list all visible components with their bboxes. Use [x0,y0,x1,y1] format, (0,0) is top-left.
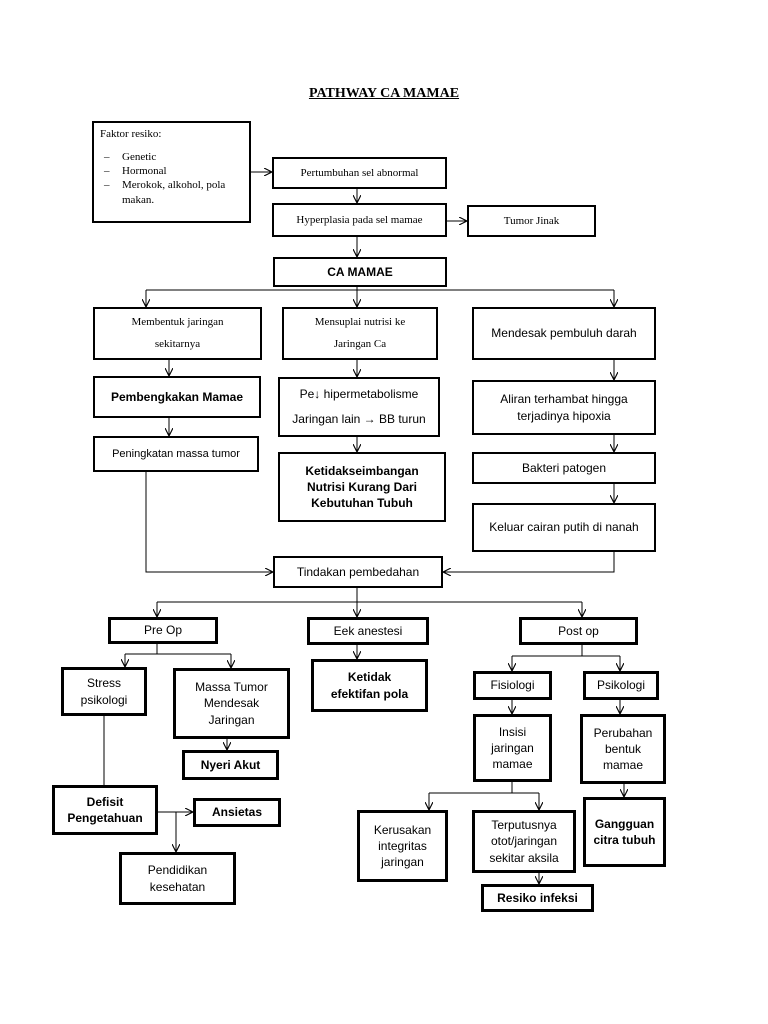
node-label: Kerusakan integritas jaringan [373,822,432,870]
node-label: Fisiologi [490,678,535,693]
node-label-line2: Jaringan Ca [333,337,387,350]
node-eek-anestesi: Eek anestesi [307,617,429,645]
node-label: Pertumbuhan sel abnormal [300,166,419,179]
node-terputusnya: Terputusnya otot/jaringan sekitar aksila [472,810,576,873]
node-label: Eek anestesi [333,623,403,638]
node-mensuplai: Mensuplai nutrisi ke Jaringan Ca [282,307,438,360]
node-keluar: Keluar cairan putih di nanah [472,503,656,552]
node-label-line1: Mensuplai nutrisi ke [314,316,406,329]
node-ketidak-efektifan: Ketidak efektifan pola [311,659,428,712]
node-ca-mamae: CA MAMAE [273,257,447,287]
risk-factor-item: Hormonal [100,164,243,179]
node-label: Peningkatan massa tumor [112,447,240,460]
node-label: Bakteri patogen [521,460,607,475]
node-kerusakan: Kerusakan integritas jaringan [357,810,448,882]
node-label: Post op [558,623,599,638]
node-fisiologi: Fisiologi [473,671,552,700]
node-pertumbuhan: Pertumbuhan sel abnormal [272,157,447,189]
node-defisit: Defisit Pengetahuan [52,785,158,835]
node-label-line1: Membentuk jaringan [131,316,224,329]
node-label: Mendesak pembuluh darah [491,326,637,341]
node-ansietas: Ansietas [193,798,281,827]
arrow-keluar-to-tindakan [443,552,615,572]
node-label-line2: Jaringan lain → BB turun [292,412,426,427]
node-label: Ketidak efektifan pola [330,670,409,701]
node-tumor-jinak: Tumor Jinak [467,205,596,237]
node-label: Tumor Jinak [503,214,560,227]
node-hyperplasia: Hyperplasia pada sel mamae [272,203,447,237]
node-psikologi: Psikologi [583,671,659,700]
node-resiko-infeksi: Resiko infeksi [481,884,594,912]
node-tindakan: Tindakan pembedahan [273,556,443,588]
node-bakteri: Bakteri patogen [472,452,656,484]
node-nyeri-akut: Nyeri Akut [182,750,279,780]
node-label: Stress psikologi [80,676,128,707]
node-label-line1: Pe↓ hipermetabolisme [299,387,419,402]
risk-factors-list: Genetic Hormonal Merokok, alkohol, pola … [100,150,243,207]
node-label: Psikologi [596,678,646,693]
node-perubahan: Perubahan bentuk mamae [580,714,666,784]
node-label: Hyperplasia pada sel mamae [296,213,423,226]
node-label: Perubahan bentuk mamae [593,725,653,773]
node-label: Pembengkakan Mamae [110,389,244,404]
risk-factor-item: Genetic [100,150,243,165]
node-label: Terputusnya otot/jaringan sekitar aksila [489,818,559,865]
risk-factors-box: Faktor resiko: Genetic Hormonal Merokok,… [92,121,251,223]
node-label: Gangguan citra tubuh [593,816,656,847]
node-label: Pendidikan kesehatan [147,863,208,894]
node-label: Aliran terhambat hingga terjadinya hipox… [500,392,628,423]
node-label: Nyeri Akut [200,757,261,772]
node-label: Tindakan pembedahan [296,564,420,579]
node-mendesak: Mendesak pembuluh darah [472,307,656,360]
node-stress: Stress psikologi [61,667,147,716]
node-label-line2: sekitarnya [154,337,201,350]
page-title: PATHWAY CA MAMAE [308,86,460,101]
node-pembengkakan: Pembengkakan Mamae [93,376,261,418]
arrow-peningkatan-to-tindakan [145,472,273,572]
node-gangguan: Gangguan citra tubuh [583,797,666,867]
node-label: Ketidakseimbangan Nutrisi Kurang Dari Ke… [305,463,419,511]
node-pendidikan: Pendidikan kesehatan [119,852,236,905]
risk-factor-item: Merokok, alkohol, pola makan. [100,178,243,207]
node-label: Keluar cairan putih di nanah [489,520,639,535]
node-post-op: Post op [519,617,638,645]
node-ketidakseimbangan: Ketidakseimbangan Nutrisi Kurang Dari Ke… [278,452,446,522]
node-label: Ansietas [211,805,263,820]
node-pre-op: Pre Op [108,617,218,644]
node-label: Resiko infeksi [497,890,578,905]
node-insisi: Insisi jaringan mamae [473,714,552,782]
node-massa-tumor: Massa Tumor Mendesak Jaringan [173,668,290,739]
node-peningkatan: Peningkatan massa tumor [93,436,259,472]
node-hipermetabolisme: Pe↓ hipermetabolisme Jaringan lain → BB … [278,377,440,437]
node-label: Massa Tumor Mendesak Jaringan [195,680,268,727]
node-label: Insisi jaringan mamae [491,724,534,772]
node-membentuk: Membentuk jaringan sekitarnya [93,307,262,360]
node-label: Defisit Pengetahuan [67,794,143,825]
node-aliran: Aliran terhambat hingga terjadinya hipox… [472,380,656,435]
node-label: Pre Op [143,623,182,638]
node-label: CA MAMAE [327,264,393,279]
risk-factors-heading: Faktor resiko: [100,128,162,140]
